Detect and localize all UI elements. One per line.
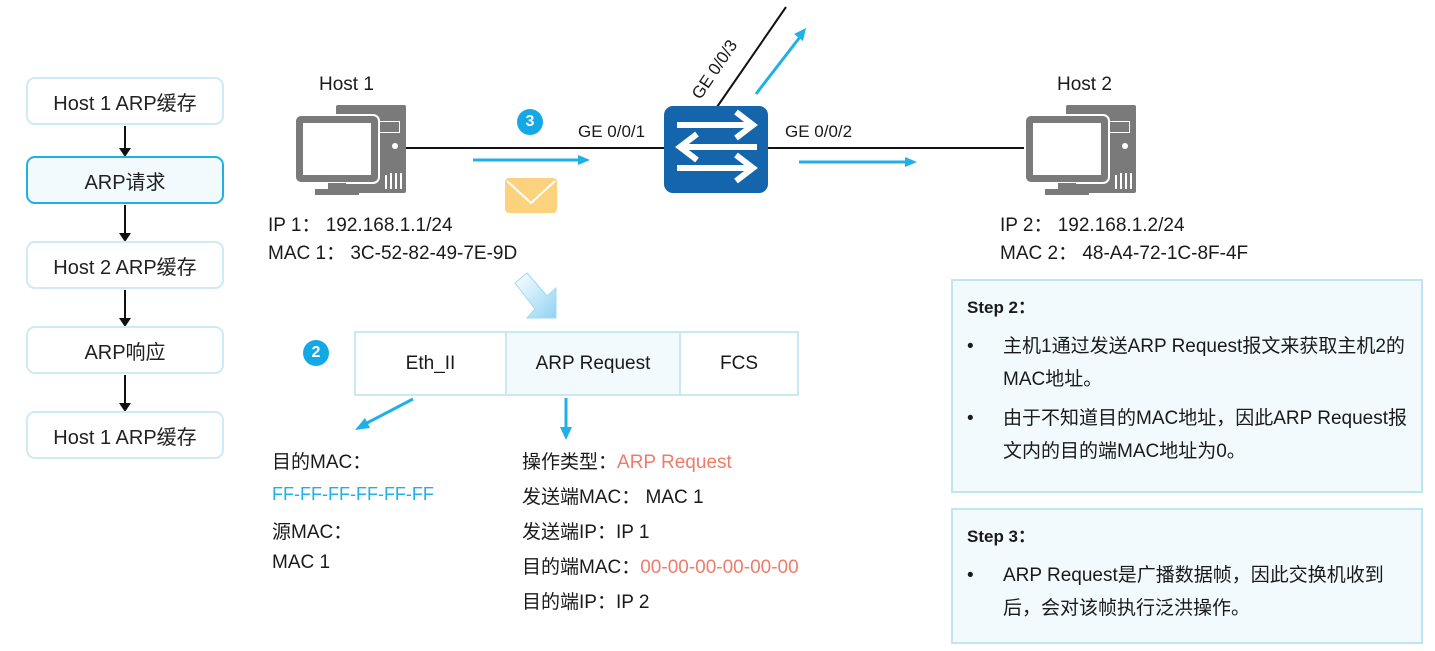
step-2-bullet: • 由于不知道目的MAC地址，因此ARP Request报文内的目的端MAC地址… (967, 402, 1407, 468)
host1-computer-icon (294, 105, 406, 195)
arp-sender-mac: 发送端MAC： MAC 1 (522, 487, 704, 508)
eth-src-mac-label: 源MAC： (272, 522, 353, 543)
eth-fields-arrow (355, 397, 414, 430)
step-3-bullet: • ARP Request是广播数据帧，因此交换机收到后，会对该帧执行泛洪操作。 (967, 559, 1407, 625)
flow-step-label: ARP响应 (84, 341, 166, 364)
host2-ip: IP 2： 192.168.1.2/24 (1000, 215, 1185, 236)
flow-step-label: Host 1 ARP缓存 (53, 426, 197, 449)
host2-computer-icon (1024, 105, 1136, 195)
frame-cell-fcs: FCS (681, 333, 797, 394)
bullet-icon: • (967, 336, 974, 357)
flow-step-host2-cache: Host 2 ARP缓存 (26, 241, 224, 289)
envelope-icon (505, 178, 557, 213)
port-ge001-label: GE 0/0/1 (578, 122, 646, 141)
port-ge002-label: GE 0/0/2 (785, 122, 853, 141)
bullet-icon: • (967, 565, 974, 586)
arp-fields-arrow (560, 398, 572, 440)
arp-target-ip: 目的端IP：IP 2 (522, 592, 650, 613)
arp-target-mac-value: 00-00-00-00-00-00 (640, 557, 799, 578)
step-2-badge: 2 (303, 340, 329, 366)
eth-dst-mac-label: 目的MAC： (272, 452, 372, 473)
bullet-icon: • (967, 408, 974, 429)
host1-mac: MAC 1： 3C-52-82-49-7E-9D (268, 243, 518, 264)
flow-arrow-ge002 (799, 157, 917, 167)
arp-op-value: ARP Request (617, 452, 732, 473)
ethernet-frame: Eth_II ARP Request FCS (354, 331, 799, 396)
flow-step-label: Host 2 ARP缓存 (53, 256, 197, 279)
step-3-title: Step 3： (967, 527, 1036, 546)
flow-step-host1-cache-final: Host 1 ARP缓存 (26, 411, 224, 459)
arp-op-label: 操作类型： (522, 452, 618, 473)
flow-step-arp-request: ARP请求 (26, 156, 224, 204)
flow-arrow-ge003 (754, 28, 806, 95)
switch-icon (664, 106, 768, 193)
host1-name: Host 1 (319, 74, 374, 95)
arp-sender-ip: 发送端IP：IP 1 (522, 522, 650, 543)
flow-arrow (119, 205, 131, 242)
frame-cell-arp-request: ARP Request (507, 333, 681, 394)
flow-step-arp-reply: ARP响应 (26, 326, 224, 374)
flow-step-label: ARP请求 (84, 171, 166, 194)
step-2-bullet: • 主机1通过发送ARP Request报文来获取主机2的MAC地址。 (967, 330, 1407, 396)
down-right-arrow-icon (514, 272, 557, 319)
flow-step-label: Host 1 ARP缓存 (53, 92, 197, 115)
step-3-badge: 3 (517, 109, 543, 135)
flow-step-host1-cache: Host 1 ARP缓存 (26, 77, 224, 125)
step-3-panel: Step 3： • ARP Request是广播数据帧，因此交换机收到后，会对该… (951, 508, 1423, 644)
flow-arrow (119, 126, 131, 157)
bullet-text: 由于不知道目的MAC地址，因此ARP Request报文内的目的端MAC地址为0… (1003, 408, 1407, 462)
link-switch-ge003 (716, 6, 787, 108)
step-2-panel: Step 2： • 主机1通过发送ARP Request报文来获取主机2的MAC… (951, 279, 1423, 493)
flow-arrow-to-switch (473, 155, 590, 165)
bullet-text: 主机1通过发送ARP Request报文来获取主机2的MAC地址。 (1003, 336, 1405, 390)
flow-arrow (119, 290, 131, 327)
bullet-text: ARP Request是广播数据帧，因此交换机收到后，会对该帧执行泛洪操作。 (1003, 565, 1384, 619)
arp-op-field: 操作类型：ARP Request (522, 447, 732, 474)
eth-dst-mac-value: FF-FF-FF-FF-FF-FF (272, 484, 434, 504)
flow-arrow (119, 375, 131, 412)
arp-target-mac-field: 目的端MAC：00-00-00-00-00-00 (522, 552, 799, 579)
host1-ip: IP 1： 192.168.1.1/24 (268, 215, 453, 236)
host2-mac: MAC 2： 48-A4-72-1C-8F-4F (1000, 243, 1249, 264)
arp-target-mac-label: 目的端MAC： (522, 557, 641, 578)
step-2-title: Step 2： (967, 298, 1036, 317)
host2-name: Host 2 (1057, 74, 1112, 95)
frame-cell-eth2: Eth_II (356, 333, 507, 394)
eth-src-mac-value: MAC 1 (272, 552, 331, 573)
